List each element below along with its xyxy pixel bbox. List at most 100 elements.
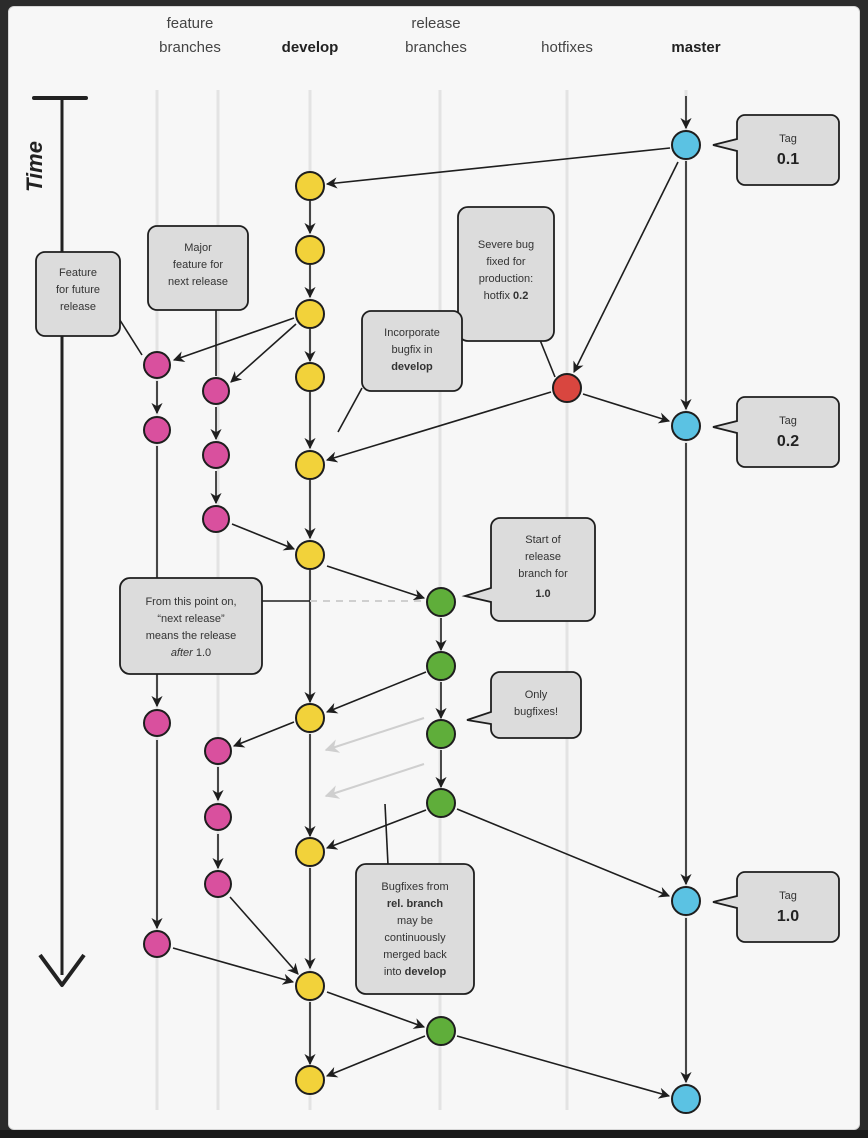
callout-line: rel. branch bbox=[387, 898, 444, 910]
header-feature-line2: branches bbox=[159, 39, 221, 56]
feature-commit bbox=[143, 930, 171, 958]
callout-line: Severe bug bbox=[478, 239, 534, 251]
develop-commit bbox=[295, 971, 325, 1001]
time-axis: Time bbox=[22, 96, 88, 987]
tag-box bbox=[712, 396, 840, 468]
callout-line: production: bbox=[479, 273, 533, 285]
feature-commit bbox=[204, 737, 232, 765]
release-commit bbox=[426, 788, 456, 818]
release-commit bbox=[426, 587, 456, 617]
release-commit bbox=[426, 719, 456, 749]
callout-line: From this point on, bbox=[145, 596, 236, 608]
callout-box bbox=[361, 310, 463, 392]
callout-box bbox=[147, 225, 249, 311]
develop-commit bbox=[295, 450, 325, 480]
release-commit bbox=[426, 651, 456, 681]
callout-line: feature for bbox=[173, 259, 223, 271]
develop-commit bbox=[295, 299, 325, 329]
callout-from-this-point: From this point on, “next release” means… bbox=[119, 577, 263, 675]
tag-label-small: Tag bbox=[779, 890, 797, 902]
callout-text-bold: develop bbox=[405, 966, 447, 978]
pointer-severe-bug bbox=[539, 339, 556, 378]
callout-line: “next release” bbox=[157, 613, 225, 625]
callout-line: release bbox=[525, 551, 561, 563]
develop-commit bbox=[295, 1065, 325, 1095]
callout-line: continuously bbox=[384, 932, 446, 944]
release-to-develop-1 bbox=[325, 671, 427, 714]
hotfix-to-master bbox=[582, 393, 671, 424]
develop-commit bbox=[295, 540, 325, 570]
callout-text-bold: 0.2 bbox=[513, 290, 528, 302]
callout-line: bugfixes! bbox=[514, 706, 558, 718]
callout-line: hotfix 0.2 bbox=[484, 290, 529, 302]
callout-text-italic: after bbox=[171, 647, 194, 659]
tag-label-big: 1.0 bbox=[777, 908, 799, 925]
callout-line: may be bbox=[397, 915, 433, 927]
faint-arrow-2 bbox=[324, 763, 425, 799]
callout-major-feature: Major feature for next release bbox=[147, 225, 249, 311]
callout-line: Bugfixes from bbox=[381, 881, 448, 893]
release-commit bbox=[426, 1016, 456, 1046]
callout-line: Feature bbox=[59, 267, 97, 279]
develop-commit bbox=[295, 837, 325, 867]
callout-feature-future: Feature for future release bbox=[35, 251, 121, 337]
callout-line: next release bbox=[168, 276, 228, 288]
develop-to-feature3 bbox=[232, 721, 295, 748]
callout-box bbox=[461, 517, 596, 622]
callout-line: fixed for bbox=[486, 256, 525, 268]
develop-to-release-2 bbox=[326, 991, 426, 1029]
develop-commit bbox=[295, 703, 325, 733]
feature-commit bbox=[202, 377, 230, 405]
develop-commit bbox=[295, 235, 325, 265]
develop-to-feature2 bbox=[230, 323, 297, 383]
callout-line: into develop bbox=[384, 966, 447, 978]
commits bbox=[143, 130, 701, 1114]
feature-commit bbox=[204, 803, 232, 831]
tag-label-big: 0.2 bbox=[777, 433, 799, 450]
feature3-to-develop bbox=[229, 896, 299, 975]
master-to-hotfix bbox=[573, 161, 679, 374]
pointer-feature-future bbox=[117, 316, 143, 356]
header-master: master bbox=[671, 39, 720, 56]
tag-box bbox=[712, 871, 840, 943]
release-to-master bbox=[456, 808, 671, 898]
faint-merge-arrows bbox=[324, 717, 425, 799]
callout-bugfixes-from: Bugfixes from rel. branch may be continu… bbox=[355, 863, 475, 995]
pointer-incorporate bbox=[337, 387, 363, 433]
header-release-line2: branches bbox=[405, 39, 467, 56]
callout-line: 1.0 bbox=[535, 588, 550, 600]
pointer-bugfixes-from bbox=[384, 803, 389, 866]
time-label: Time bbox=[22, 141, 47, 192]
tag-callout-1.0: Tag 1.0 bbox=[712, 871, 840, 943]
callout-box bbox=[119, 577, 263, 675]
callout-box bbox=[355, 863, 475, 995]
callout-text-part: into bbox=[384, 966, 405, 978]
develop-commit bbox=[295, 362, 325, 392]
hotfix-to-develop bbox=[325, 391, 552, 463]
master-commit bbox=[671, 886, 701, 916]
callout-line: release bbox=[60, 301, 96, 313]
feature-commit bbox=[143, 416, 171, 444]
feature-commit bbox=[204, 870, 232, 898]
callout-only-bugfixes: Only bugfixes! bbox=[466, 671, 582, 739]
callout-box bbox=[457, 206, 555, 342]
callout-severe-bug: Severe bug fixed for production: hotfix … bbox=[457, 206, 555, 342]
time-axis-arrowhead bbox=[38, 953, 86, 987]
faint-arrow-1 bbox=[324, 717, 425, 753]
master-commit bbox=[671, 130, 701, 160]
header-develop: develop bbox=[282, 39, 339, 56]
callout-line: for future bbox=[56, 284, 100, 296]
release-to-develop-2 bbox=[325, 809, 427, 850]
callout-start-release: Start of release branch for 1.0 bbox=[461, 517, 596, 622]
callout-incorporate: Incorporate bugfix in develop bbox=[361, 310, 463, 392]
develop-commit bbox=[295, 171, 325, 201]
callout-line: develop bbox=[391, 361, 433, 373]
feature-commit bbox=[202, 441, 230, 469]
header-hotfixes: hotfixes bbox=[541, 39, 593, 56]
feature1-to-develop bbox=[172, 947, 295, 985]
callout-line: after 1.0 bbox=[171, 647, 211, 659]
feature-commit bbox=[143, 351, 171, 379]
callout-line: Major bbox=[184, 242, 212, 254]
callout-line: merged back bbox=[383, 949, 447, 961]
